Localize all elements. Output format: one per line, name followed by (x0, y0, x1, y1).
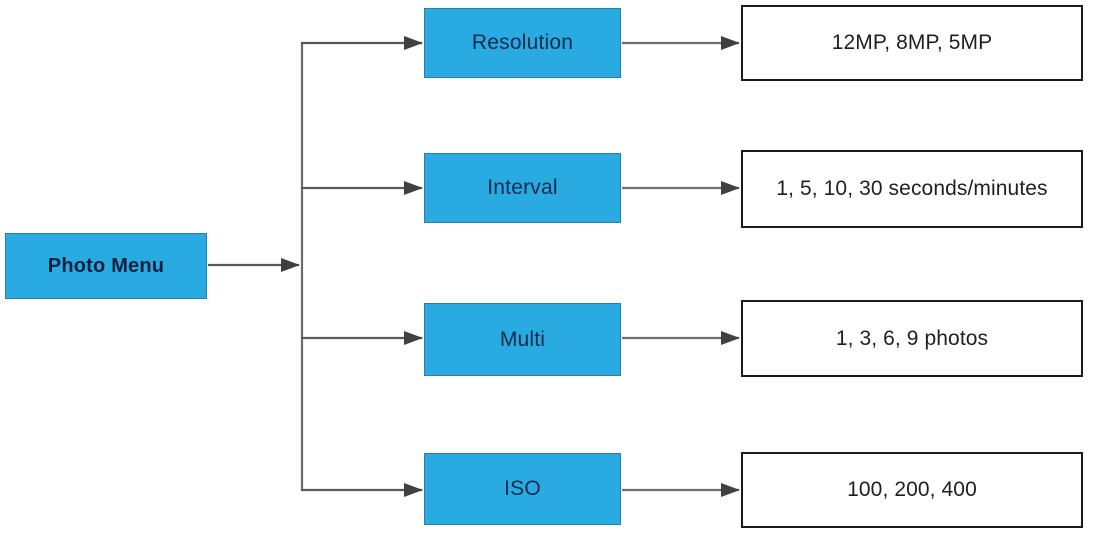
node-photo-menu[interactable]: Photo Menu (5, 233, 207, 299)
node-multi[interactable]: Multi (424, 303, 621, 376)
node-resolution-label: Resolution (471, 31, 574, 54)
node-multi-label: Multi (499, 327, 546, 351)
node-interval-values[interactable]: 1, 5, 10, 30 seconds/minutes (741, 150, 1083, 228)
node-resolution-values-label: 12MP, 8MP, 5MP (831, 31, 993, 54)
node-multi-values-label: 1, 3, 6, 9 photos (835, 326, 989, 350)
node-interval-label: Interval (487, 176, 558, 199)
node-iso-values-label: 100, 200, 400 (847, 478, 977, 501)
node-iso[interactable]: ISO (424, 453, 621, 525)
node-multi-values[interactable]: 1, 3, 6, 9 photos (741, 300, 1083, 377)
node-iso-label: ISO (504, 477, 541, 500)
node-resolution-values[interactable]: 12MP, 8MP, 5MP (741, 5, 1083, 81)
node-resolution[interactable]: Resolution (424, 8, 621, 78)
node-interval-values-label: 1, 5, 10, 30 seconds/minutes (776, 177, 1048, 200)
node-iso-values[interactable]: 100, 200, 400 (741, 452, 1083, 528)
node-photo-menu-label: Photo Menu (47, 254, 165, 277)
node-interval[interactable]: Interval (424, 153, 621, 223)
